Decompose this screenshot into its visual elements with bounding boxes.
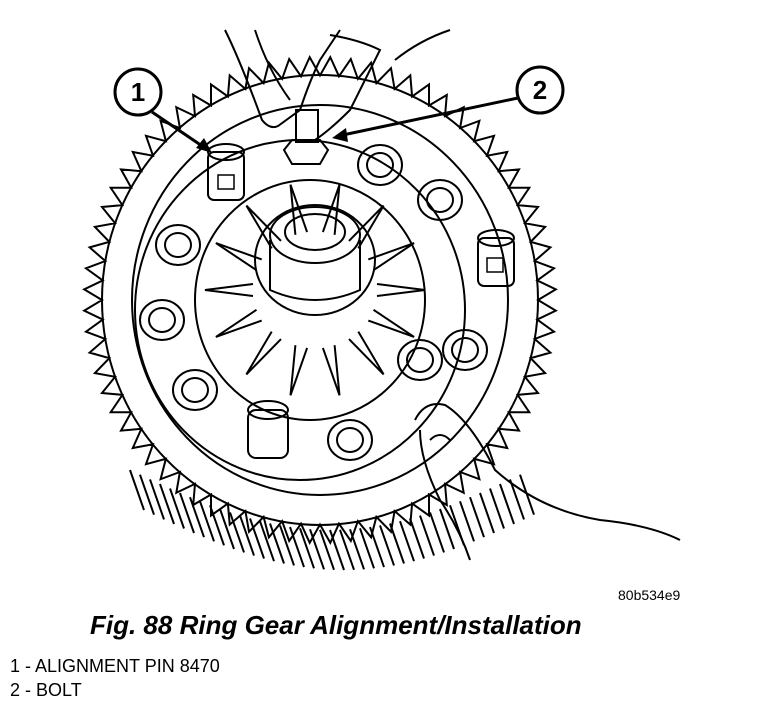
callout-2: 2 — [332, 65, 565, 142]
flange-rib — [348, 331, 385, 376]
bolt-hole — [327, 419, 373, 461]
bolt-holes — [139, 144, 488, 461]
bolt-hole — [397, 339, 443, 381]
ring-gear-inner-rim — [131, 104, 509, 496]
flange-rib — [289, 184, 309, 235]
hub-cylinder — [269, 240, 361, 301]
figure-caption: Fig. 88 Ring Gear Alignment/Installation — [90, 610, 582, 640]
flange-rib — [367, 242, 415, 272]
legend-item-2: 2 - BOLT — [10, 680, 82, 700]
alignment-pin-left — [207, 143, 245, 201]
bolt-hole — [442, 329, 488, 371]
upper-hand — [224, 29, 451, 141]
bolt-hole — [172, 369, 218, 411]
callout-2-number: 2 — [533, 75, 547, 105]
bevel-teeth — [129, 469, 535, 571]
flange-rib — [321, 184, 341, 235]
hub-top — [269, 206, 361, 264]
flange-rib — [215, 242, 263, 272]
flange-rib — [348, 204, 385, 249]
bolt-hole — [357, 144, 403, 186]
lower-hand — [414, 403, 681, 561]
alignment-pin-bottom — [247, 400, 289, 459]
flange-rib — [376, 283, 426, 297]
legend-item-1: 1 - ALIGNMENT PIN 8470 — [10, 656, 220, 676]
ring-gear-rim — [101, 74, 539, 526]
flange-rib — [245, 331, 282, 376]
callout-1: 1 — [113, 67, 212, 153]
reference-code: 80b534e9 — [618, 587, 681, 603]
hub-outer — [254, 204, 376, 316]
bolt — [282, 109, 330, 165]
alignment-pin-right — [477, 229, 515, 287]
bolt-hole — [155, 224, 201, 266]
bolt-hole — [417, 179, 463, 221]
flange-rib — [321, 345, 341, 396]
differential-flange — [134, 139, 466, 481]
flange-rib — [204, 283, 254, 297]
flange-inner — [194, 179, 426, 421]
ring-gear-illustration: 1 2 — [82, 29, 681, 571]
callout-1-number: 1 — [131, 77, 145, 107]
flange-rib — [245, 204, 282, 249]
flange-rib — [367, 308, 415, 338]
hub-bore — [284, 213, 346, 251]
bolt-hole — [139, 299, 185, 341]
legend: 1 - ALIGNMENT PIN 8470 2 - BOLT — [10, 654, 220, 702]
flange-rib — [215, 308, 263, 338]
flange-ribs — [204, 184, 426, 396]
flange-rib — [289, 345, 309, 396]
